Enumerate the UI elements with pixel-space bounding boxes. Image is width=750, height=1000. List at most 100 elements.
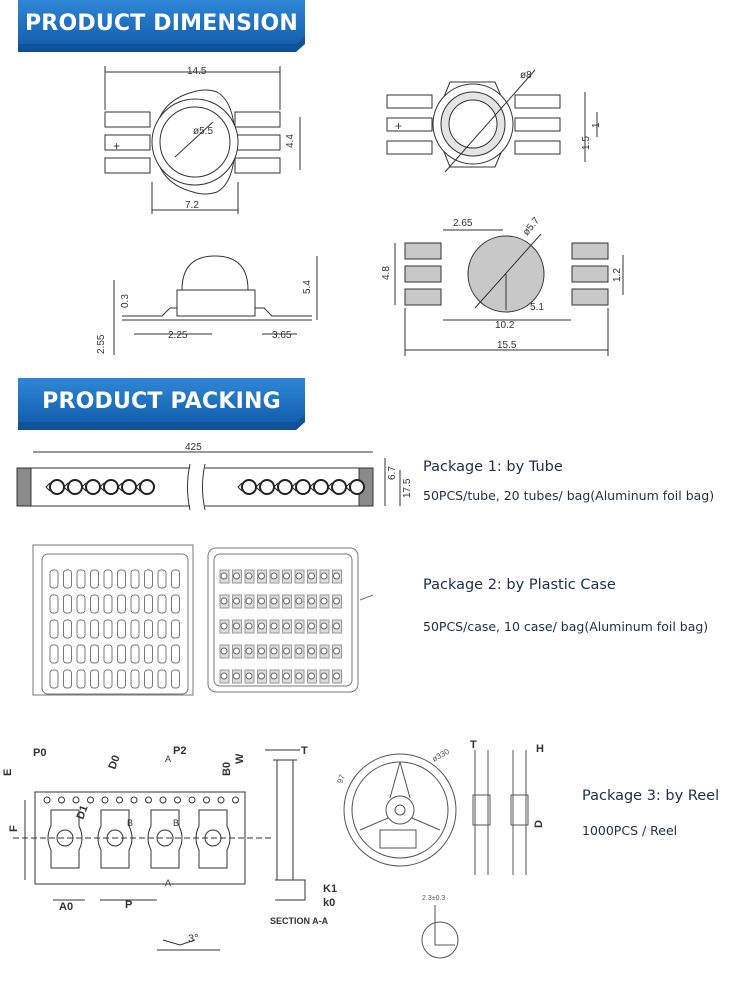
case-led — [295, 597, 303, 605]
tube-led — [277, 479, 293, 495]
reel-f: F — [8, 825, 20, 832]
reel-tape-drawing: P0 P2 D0 D1 E F B0 W A0 P T K1 k0 A A B … — [2, 745, 337, 951]
case-slot — [157, 594, 167, 614]
dim-top-width: 14.5 — [187, 66, 207, 77]
case-slot — [49, 594, 59, 614]
case-led — [333, 672, 340, 680]
reel-k0: k0 — [323, 897, 335, 909]
case-slot — [90, 569, 99, 589]
case-led — [295, 622, 303, 630]
case-slot — [103, 644, 113, 664]
case-led — [308, 647, 315, 655]
case-led — [258, 622, 265, 630]
case-led — [258, 672, 265, 680]
case-led — [333, 622, 340, 630]
reel-a-bottom: A — [165, 878, 171, 888]
led-side-view-drawing: 5.4 0.3 2.25 3.65 2.55 — [96, 255, 318, 355]
case-slot — [90, 594, 99, 614]
case-led — [320, 647, 328, 655]
case-led — [220, 647, 228, 655]
reel-97: 97 — [335, 773, 347, 785]
case-led — [258, 647, 265, 655]
case-slot — [130, 594, 140, 614]
reel-b0: B0 — [221, 762, 233, 776]
section-banner-packing: PRODUCT PACKING — [18, 378, 305, 430]
sprocket-hole — [188, 796, 196, 804]
case-slot-grid — [49, 569, 180, 689]
case-led — [233, 622, 240, 630]
dim-pad-h: 4.8 — [381, 266, 392, 280]
package-3-desc: 1000PCS / Reel — [582, 823, 678, 838]
section-title-packing: PRODUCT PACKING — [42, 389, 281, 414]
case-slot — [144, 619, 153, 639]
case-slot — [117, 594, 126, 614]
case-slot — [49, 569, 59, 589]
case-slot — [63, 569, 72, 589]
case-slot — [90, 619, 99, 639]
case-slot — [157, 619, 167, 639]
case-led — [270, 672, 278, 680]
tube-led — [49, 479, 65, 495]
tube-led — [313, 479, 329, 495]
case-slot — [171, 619, 180, 639]
dim-pad-dia: ø5.7 — [521, 215, 543, 238]
reel-wheel-t: T — [470, 739, 477, 751]
case-led — [320, 622, 328, 630]
case-led — [270, 647, 278, 655]
tube-led — [259, 479, 275, 495]
case-led — [233, 572, 240, 580]
case-slot — [117, 644, 126, 664]
tube-led — [295, 479, 311, 495]
case-led — [308, 672, 315, 680]
dim-pin-pitch: 1 — [591, 122, 602, 128]
case-slot — [103, 569, 113, 589]
sprocket-hole — [217, 796, 225, 804]
dim-pad-gap: 1.2 — [612, 268, 623, 282]
case-led — [308, 622, 315, 630]
case-slot — [171, 569, 180, 589]
case-slot — [76, 669, 86, 689]
case-slot — [157, 669, 167, 689]
reel-a-top: A — [165, 754, 171, 764]
package-3-title: Package 3: by Reel — [582, 788, 720, 804]
case-slot — [90, 644, 99, 664]
tube-led — [67, 479, 83, 495]
case-slot — [103, 619, 113, 639]
sprocket-hole — [58, 796, 65, 804]
case-led — [270, 572, 278, 580]
sprocket-hole — [116, 796, 123, 804]
case-slot — [49, 669, 59, 689]
banner-background — [18, 378, 305, 430]
dim-pad-span: 10.2 — [495, 320, 515, 331]
tape-pockets — [47, 809, 231, 869]
sprocket-hole — [174, 796, 181, 804]
case-slot — [144, 669, 153, 689]
case-slot — [157, 644, 167, 664]
sprocket-hole — [72, 796, 80, 804]
reel-section: SECTION A-A — [270, 916, 329, 926]
case-led — [308, 572, 315, 580]
tape-pocket — [56, 829, 74, 847]
case-slot — [157, 569, 167, 589]
case-slot — [90, 669, 99, 689]
tape-pocket — [204, 829, 222, 847]
tube-led — [103, 479, 119, 495]
reel-p2: P2 — [173, 745, 186, 757]
case-led — [283, 572, 290, 580]
case-led — [295, 647, 303, 655]
tube-led — [241, 479, 257, 495]
package-1-title: Package 1: by Tube — [423, 459, 563, 475]
tube-h2: 17.5 — [402, 478, 413, 498]
reel-13: 2.3±0.3 — [422, 895, 445, 902]
led-top-view-drawing: + 14.5 ø5.5 7.2 4.4 — [104, 66, 301, 214]
case-led — [283, 597, 290, 605]
package-1-desc: 50PCS/tube, 20 tubes/ bag(Aluminum foil … — [423, 488, 715, 503]
case-slot — [144, 644, 153, 664]
sprocket-hole — [101, 796, 109, 804]
tube-led — [349, 479, 365, 495]
svg-text:+: + — [113, 139, 120, 153]
sprocket-hole — [159, 796, 167, 804]
reel-a0: A0 — [59, 901, 73, 913]
reel-wheel-h: H — [536, 743, 544, 755]
dim-pad-total: 15.5 — [497, 340, 517, 351]
